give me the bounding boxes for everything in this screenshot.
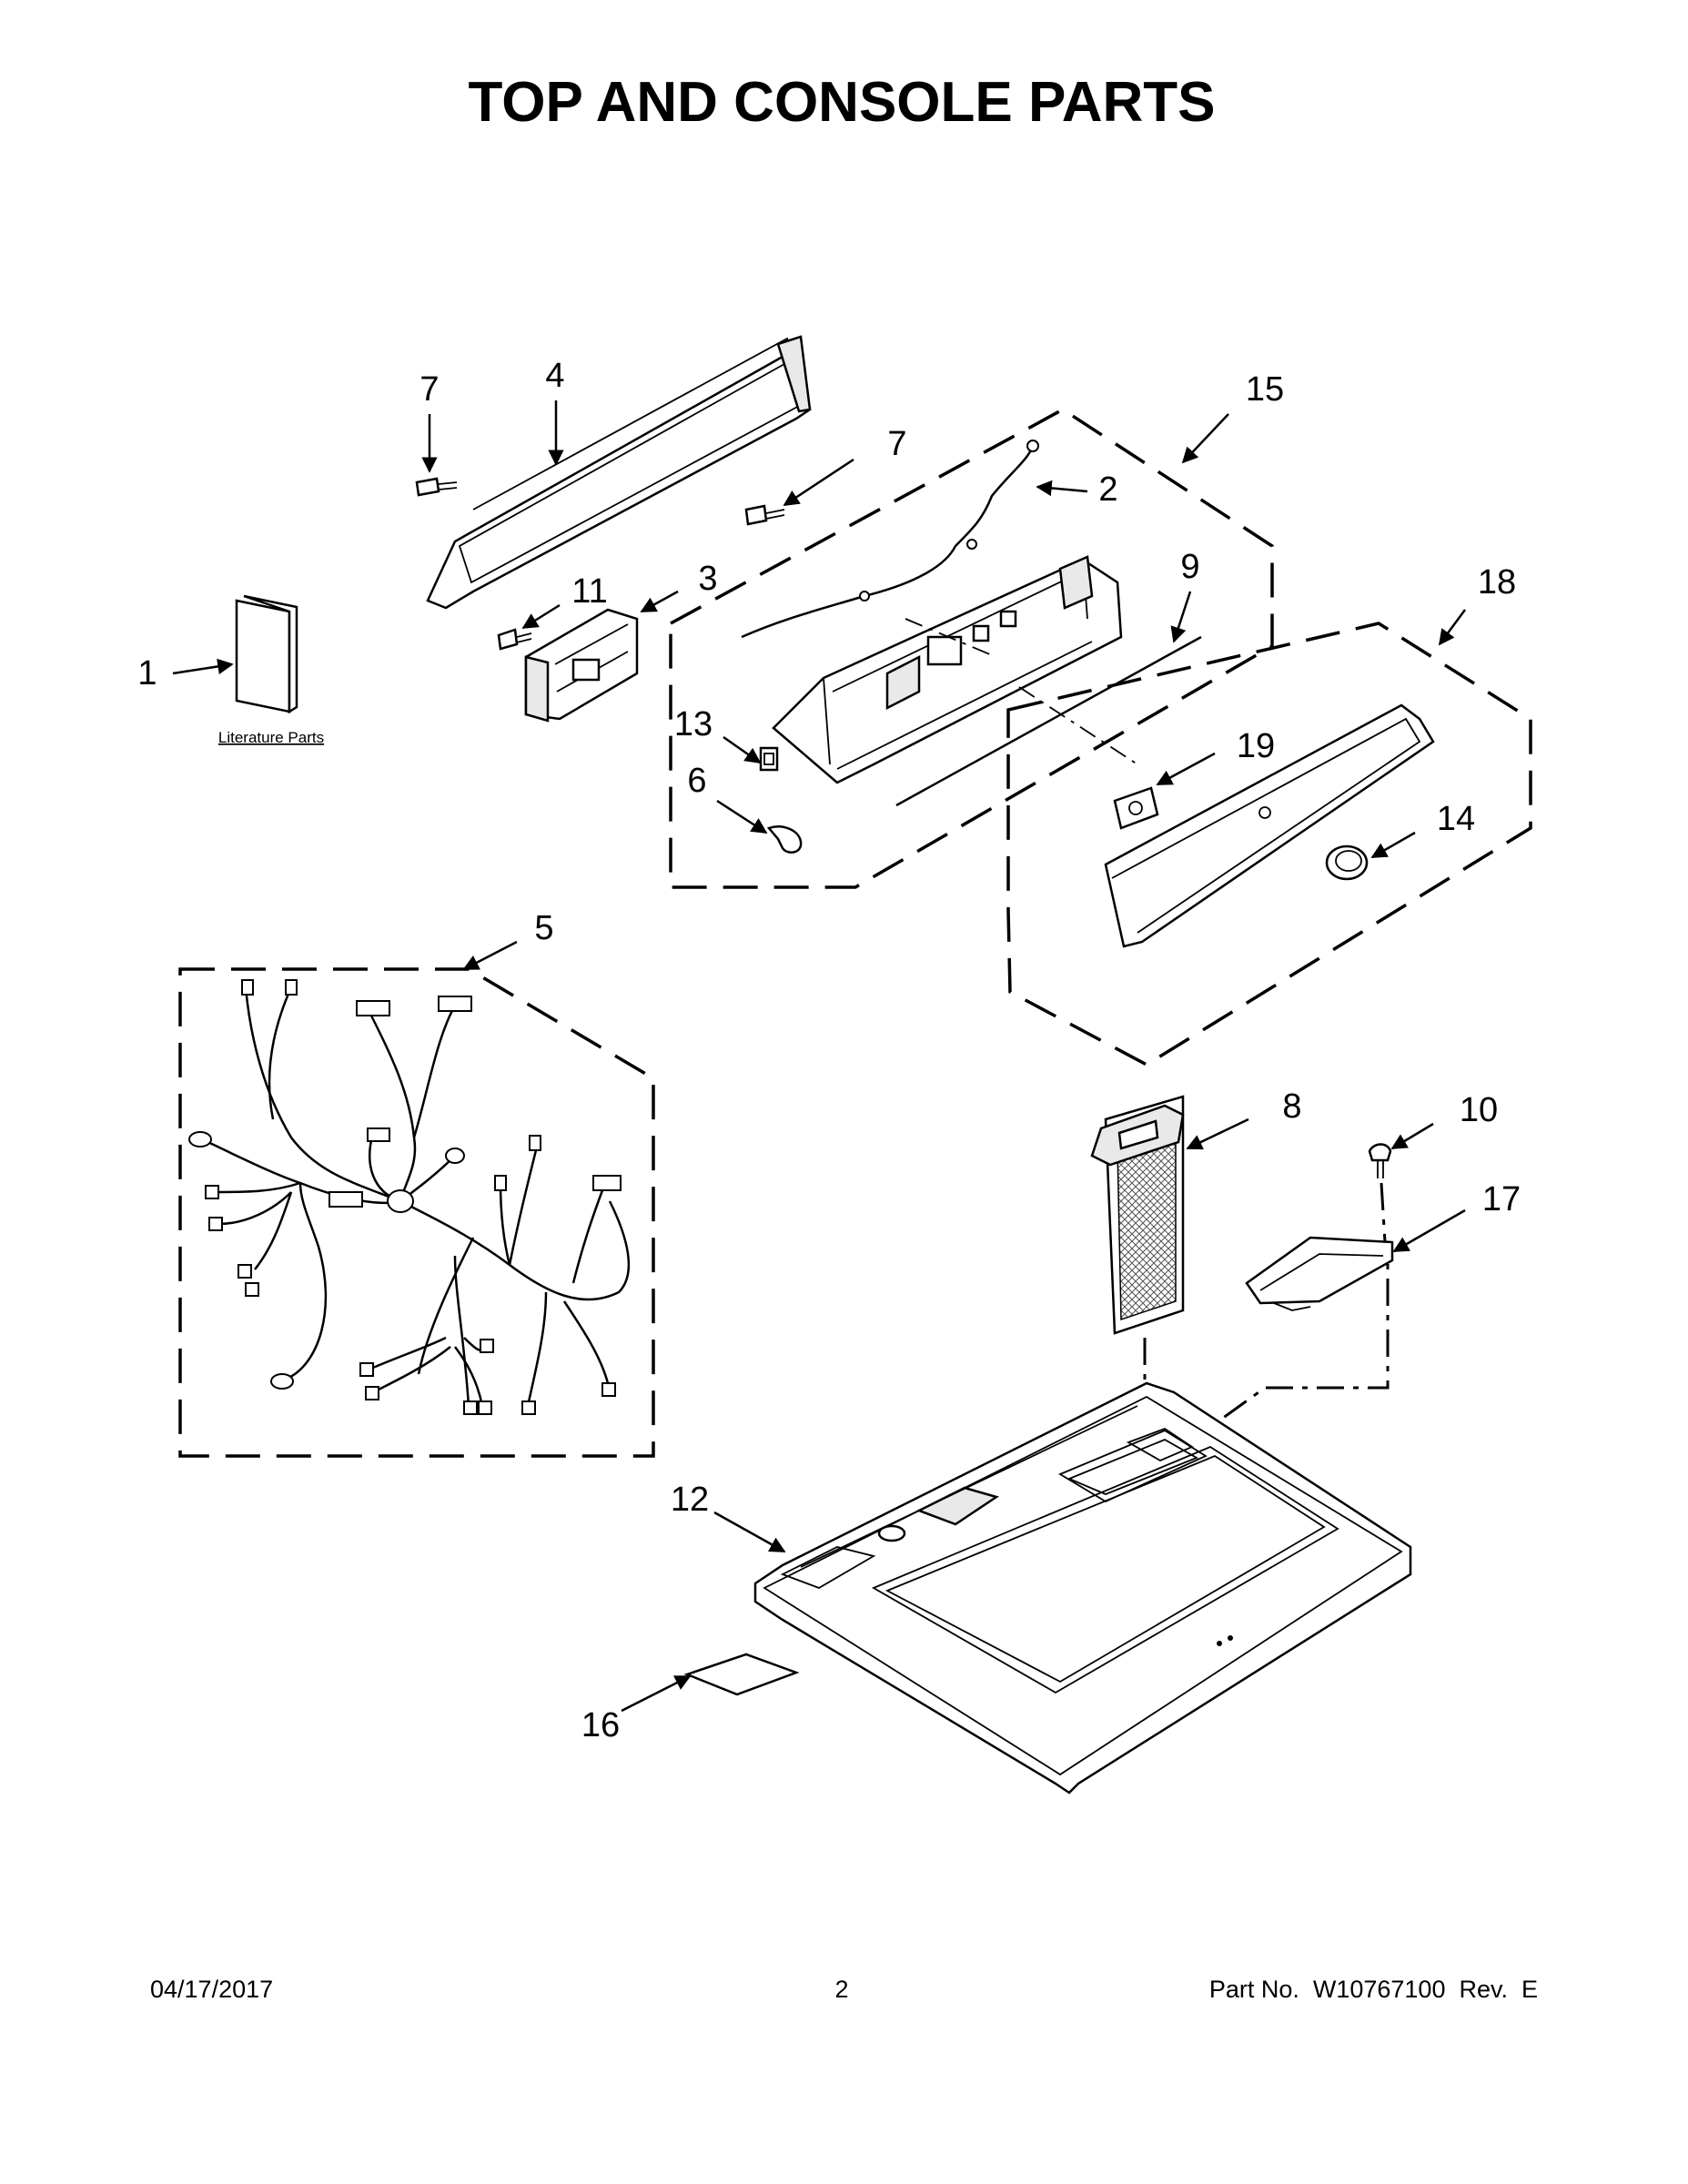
switch-19 (1113, 786, 1159, 830)
literature-booklet (235, 594, 298, 714)
wire-2-clip-2 (966, 539, 977, 550)
callout-9: 9 (1180, 548, 1199, 586)
console-to-19-guide (1018, 686, 1138, 765)
callout-14: 14 (1437, 800, 1475, 838)
page-title: TOP AND CONSOLE PARTS (468, 71, 1215, 134)
lint-screen-8 (1090, 1095, 1185, 1335)
console-cap (426, 335, 812, 610)
callout-11: 11 (571, 572, 607, 611)
wire-2-clip (859, 591, 870, 602)
callout-6: 6 (687, 762, 706, 800)
callout-13: 13 (674, 705, 713, 743)
screw-left (415, 477, 458, 497)
callout-12: 12 (671, 1481, 709, 1519)
leader-lines (172, 400, 1467, 1713)
group-15-boundary (669, 407, 1274, 889)
callout-18: 18 (1478, 563, 1516, 602)
duct-cover-17 (1245, 1236, 1394, 1311)
console-wire-2 (741, 445, 1035, 639)
callout-15: 15 (1246, 370, 1284, 409)
dryer-top-12 (753, 1381, 1412, 1795)
screw-10 (1368, 1143, 1392, 1178)
screw-11 (497, 628, 532, 651)
callout-17: 17 (1482, 1180, 1521, 1218)
rod-9 (895, 635, 1202, 807)
control-bracket (524, 608, 639, 723)
footer-date: 04/17/2017 (150, 1976, 273, 2003)
footer-part-number: Part No. W10767100 Rev. E (1209, 1976, 1538, 2003)
callout-4: 4 (545, 357, 564, 395)
callout-8: 8 (1282, 1087, 1301, 1126)
callout-7-left: 7 (419, 370, 439, 409)
callout-19: 19 (1237, 727, 1275, 765)
cover-guide-line (1182, 1260, 1390, 1449)
callout-16: 16 (581, 1706, 620, 1744)
main-wire-harness (188, 979, 631, 1415)
footer-page-number: 2 (834, 1976, 848, 2003)
callout-7-right: 7 (887, 425, 906, 463)
clip-6 (766, 825, 803, 854)
screw-right (744, 504, 785, 526)
console-panel (772, 555, 1123, 784)
literature-parts-label: Literature Parts (218, 729, 324, 746)
knob-14 (1325, 844, 1369, 881)
wire-2-end-connector (1026, 440, 1039, 452)
callout-2: 2 (1098, 470, 1117, 509)
screw-guide-line (1380, 1182, 1387, 1243)
group-18-boundary (1006, 622, 1532, 1067)
clip-13 (759, 746, 779, 772)
console-top-panel (1104, 703, 1435, 948)
callout-10: 10 (1460, 1091, 1498, 1129)
callout-5: 5 (534, 909, 553, 947)
group-5-boundary (178, 967, 655, 1458)
label-16 (683, 1653, 800, 1696)
wire-guide-line (905, 618, 993, 656)
callout-1: 1 (137, 654, 157, 693)
callout-3: 3 (698, 560, 717, 598)
